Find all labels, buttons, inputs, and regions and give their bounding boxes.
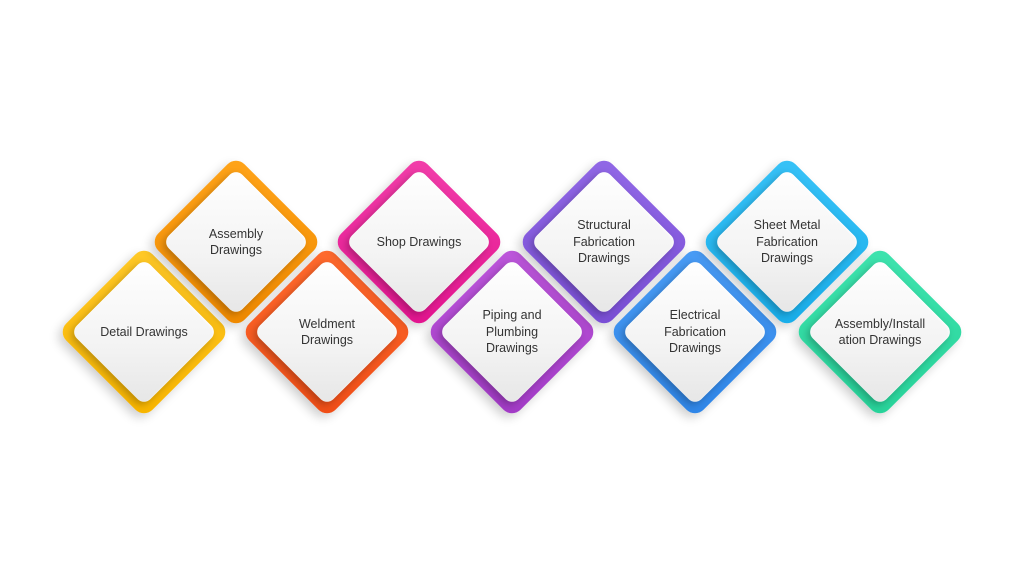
diamond-detail-drawings: Detail Drawings: [57, 245, 231, 419]
diamond-shop-drawings: Shop Drawings: [332, 155, 506, 329]
diamond-assembly-drawings: Assembly Drawings: [149, 155, 323, 329]
diamond-piping-plumbing-drawings: Piping and Plumbing Drawings: [425, 245, 599, 419]
diamond-label: Sheet Metal Fabrication Drawings: [753, 218, 821, 266]
diamond-label: Assembly/Install ation Drawings: [834, 316, 926, 348]
diamond-label: Detail Drawings: [100, 324, 188, 339]
diamond-assembly-installation-drawings: Assembly/Install ation Drawings: [793, 245, 967, 419]
diamond-electrical-fabrication-drawings: Electrical Fabrication Drawings: [608, 245, 782, 419]
diamond-label: Piping and Plumbing Drawings: [482, 308, 542, 356]
diamond-structural-fabrication-drawings: Structural Fabrication Drawings: [517, 155, 691, 329]
diamond-label: Assembly Drawings: [208, 226, 264, 258]
diamond-label: Structural Fabrication Drawings: [573, 218, 635, 266]
diamond-label: Shop Drawings: [376, 234, 462, 249]
diamond-weldment-drawings: Weldment Drawings: [240, 245, 414, 419]
diamond-sheet-metal-fabrication-drawings: Sheet Metal Fabrication Drawings: [700, 155, 874, 329]
diamond-label: Electrical Fabrication Drawings: [664, 308, 726, 356]
diamond-label: Weldment Drawings: [298, 316, 356, 348]
